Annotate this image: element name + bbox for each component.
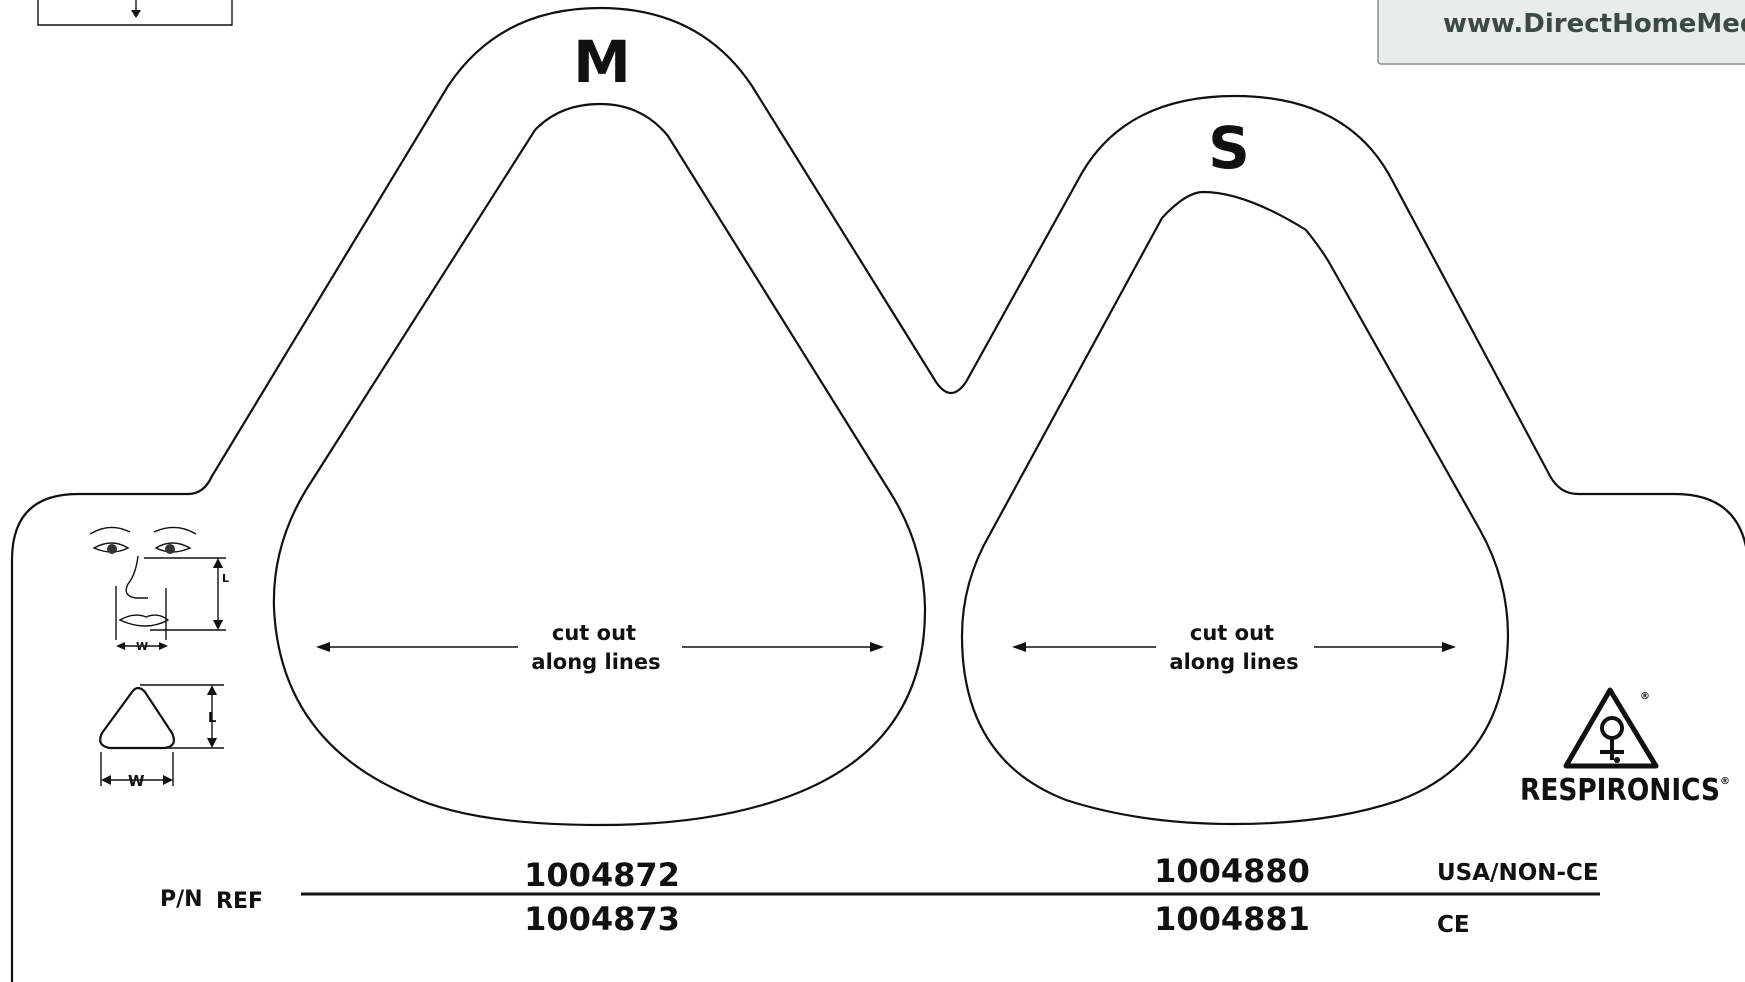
mask-length-label: L <box>208 711 216 726</box>
medium-cut-text-line2: along lines <box>531 650 660 674</box>
medium-cut-instruction: cut out along lines <box>316 621 884 674</box>
small-cut-text-line1: cut out <box>1190 621 1274 645</box>
medium-ce-code: 1004873 <box>524 900 680 938</box>
face-measuring-guide: L W <box>89 526 229 653</box>
respironics-logo: ® RESPIRONICS ® <box>1520 687 1730 808</box>
size-label-m: M <box>573 28 631 96</box>
brand-registered-mark: ® <box>1720 776 1730 787</box>
small-usa-code: 1004880 <box>1154 852 1310 890</box>
medium-usa-code: 1004872 <box>524 856 680 894</box>
small-cut-text-line2: along lines <box>1169 650 1298 674</box>
face-width-label: W <box>136 640 148 653</box>
top-left-frame <box>37 0 233 26</box>
small-cutout-outline <box>960 190 1510 826</box>
size-label-s: S <box>1208 114 1250 182</box>
mask-width-label: W <box>128 772 145 790</box>
small-ce-code: 1004881 <box>1154 900 1310 938</box>
part-number-table: P/N REF 1004872 1004873 1004880 1004881 … <box>160 852 1600 938</box>
gauge-outline <box>10 6 1745 982</box>
ref-label: REF <box>216 889 263 914</box>
website-url: www.DirectHomeMedical <box>1443 9 1745 39</box>
mask-measuring-guide: L W <box>99 684 224 790</box>
usa-non-ce-label: USA/NON-CE <box>1437 860 1599 886</box>
emblem-registered-mark: ® <box>1640 691 1650 702</box>
mask-triangle-icon <box>99 686 175 750</box>
ce-label: CE <box>1437 912 1470 938</box>
brand-name: RESPIRONICS <box>1520 773 1720 808</box>
respironics-emblem-icon <box>1563 687 1659 769</box>
pn-label: P/N <box>160 887 203 912</box>
face-length-label: L <box>222 572 229 585</box>
small-cut-instruction: cut out along lines <box>1012 621 1456 674</box>
medium-cutout-outline <box>272 102 927 827</box>
medium-cut-text-line1: cut out <box>552 621 636 645</box>
website-banner: www.DirectHomeMedical <box>1377 0 1745 65</box>
face-icon <box>89 526 197 640</box>
